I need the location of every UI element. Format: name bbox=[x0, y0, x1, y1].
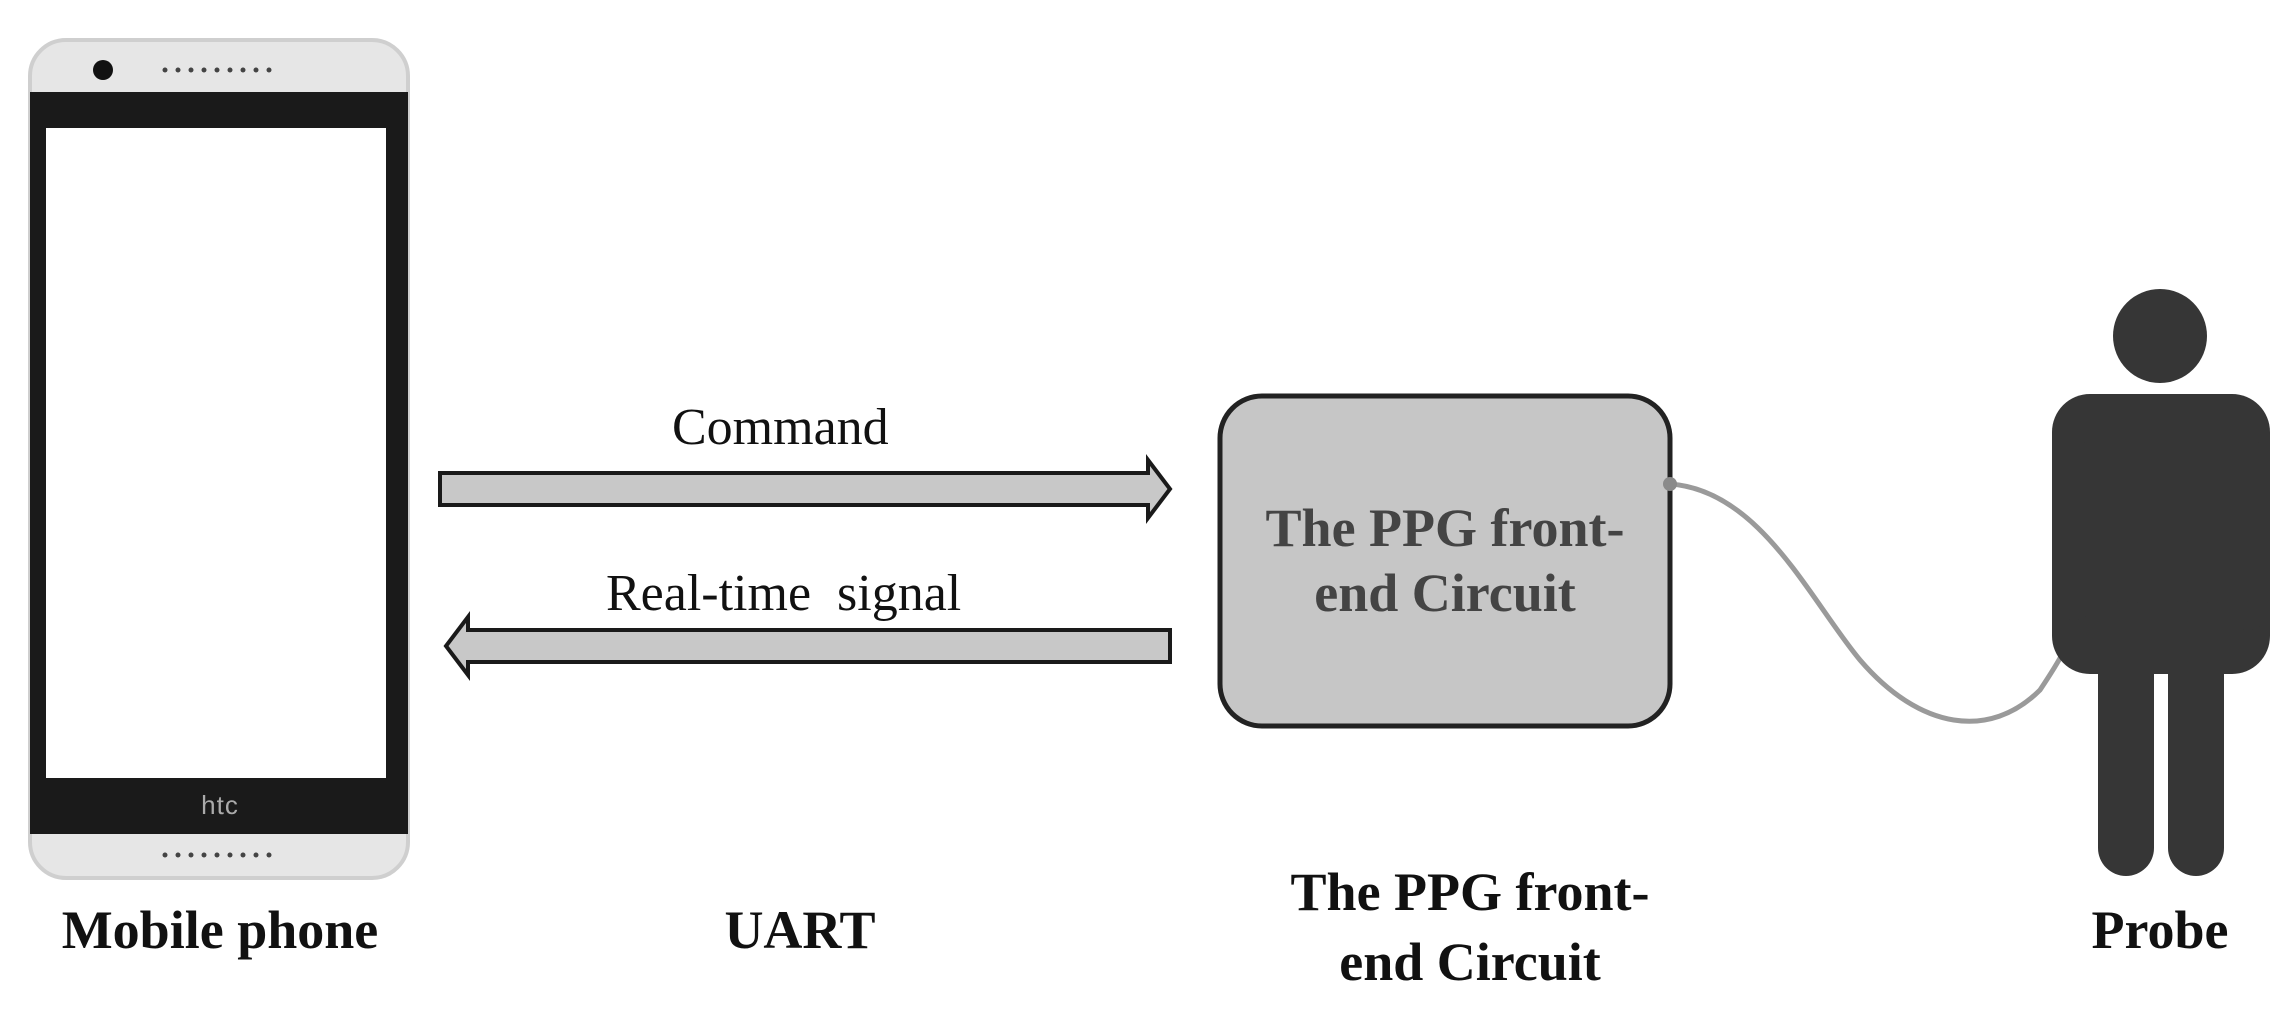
person-torso bbox=[2052, 394, 2270, 674]
person-left-leg bbox=[2098, 600, 2154, 876]
ppg-circuit-box-text: The PPG front-end Circuit bbox=[1265, 498, 1625, 623]
uart-caption: UART bbox=[724, 900, 876, 960]
person-head bbox=[2113, 289, 2207, 383]
phone-brand-logo: htc bbox=[201, 790, 239, 820]
command-arrow-icon bbox=[438, 454, 1173, 524]
mobile-phone-caption: Mobile phone bbox=[61, 900, 379, 960]
signal-arrow-icon bbox=[443, 611, 1172, 681]
ppg-circuit-caption-line2: end Circuit bbox=[1339, 932, 1601, 992]
person-left-arm bbox=[2052, 440, 2096, 620]
signal-label: Real-time signal bbox=[606, 565, 962, 622]
person-icon bbox=[2052, 289, 2270, 876]
probe-caption: Probe bbox=[2091, 900, 2229, 960]
probe-cable bbox=[1669, 481, 2078, 724]
phone-screen bbox=[46, 128, 386, 778]
ppg-circuit-box bbox=[1217, 393, 1673, 729]
person-right-arm bbox=[2226, 440, 2270, 630]
ppg-circuit-caption-line1: The PPG front- bbox=[1290, 862, 1650, 922]
command-label: Command bbox=[672, 399, 889, 456]
phone-camera-icon bbox=[93, 60, 113, 80]
phone-speaker-grille-bottom bbox=[162, 852, 272, 858]
ppg-circuit-box-label: The PPG front-end Circuit bbox=[1220, 396, 1670, 726]
person-right-leg bbox=[2168, 600, 2224, 876]
mobile-phone-icon bbox=[28, 38, 410, 880]
cable-connector-circuit bbox=[1663, 477, 1677, 491]
phone-speaker-grille-top bbox=[162, 67, 272, 73]
